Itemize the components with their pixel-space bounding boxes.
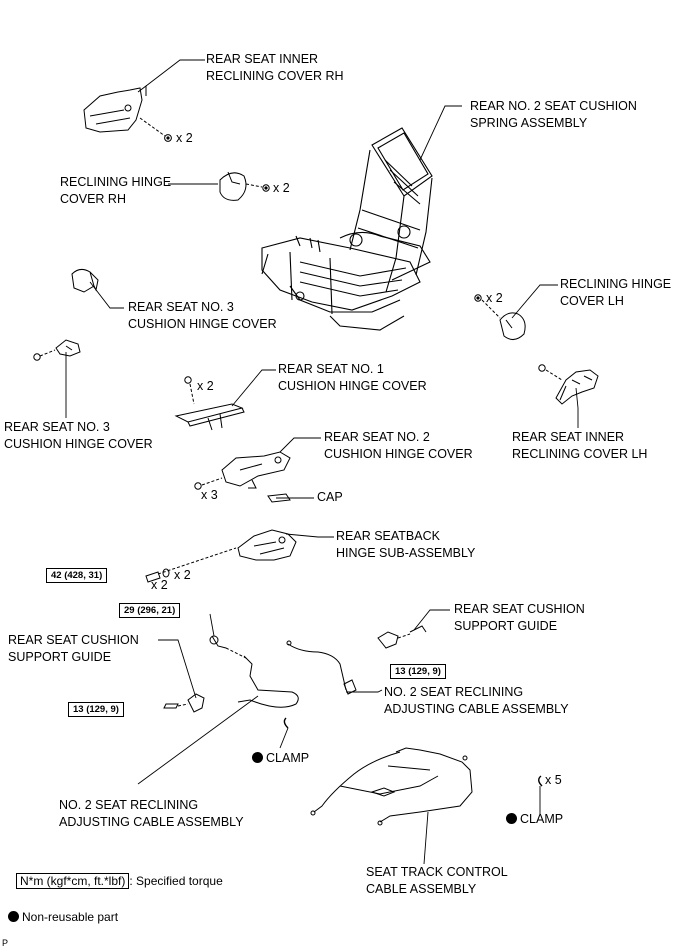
label-support-guide-left: REAR SEAT CUSHION SUPPORT GUIDE [8,633,139,664]
label-reclining-hinge-cover-lh: RECLINING HINGE COVER LH [560,277,672,308]
qty-no1: x 2 [197,379,214,393]
torque-guide-left: 13 (129, 9) [68,702,124,717]
inner-reclining-cover-rh-illustration [83,85,147,133]
seat-track-cable-illustration [310,747,473,826]
label-no3-hinge-cover-b: REAR SEAT NO. 3 CUSHION HINGE COVER [4,420,153,451]
bolt-icon [164,134,172,142]
label-reclining-cable-left: NO. 2 SEAT RECLINING ADJUSTING CABLE ASS… [59,798,244,829]
no3-hinge-cover-a-illustration [71,268,99,293]
label-cushion-spring-assembly: REAR NO. 2 SEAT CUSHION SPRING ASSEMBLY [470,99,637,130]
cap-illustration [267,493,291,503]
label-cap: CAP [317,490,343,504]
label-reclining-cable-right: NO. 2 SEAT RECLINING ADJUSTING CABLE ASS… [384,685,569,716]
no1-hinge-cover-illustration [174,403,245,431]
torque-cable: 29 (296, 21) [119,603,181,618]
clamp-1-text: CLAMP [266,751,310,765]
label-reclining-hinge-cover-rh: RECLINING HINGE COVER RH [60,175,172,206]
support-guide-right-illustration [377,625,427,649]
label-inner-reclining-cover-lh: REAR SEAT INNER RECLINING COVER LH [512,430,648,461]
label-seatback-hinge: REAR SEATBACK HINGE SUB-ASSEMBLY [336,529,476,560]
legend-non-reusable: Non-reusable part [8,910,118,925]
corner-mark: P [2,938,9,948]
non-reusable-dot-icon [506,813,517,824]
reclining-hinge-cover-rh-illustration [219,171,247,201]
non-reusable-dot-icon [8,911,19,922]
label-clamp-2: CLAMP [506,811,563,828]
label-inner-reclining-cover-rh: REAR SEAT INNER RECLINING COVER RH [206,52,344,83]
qty-inner-rh: x 2 [176,131,193,145]
qty-seatback-washer: x 2 [174,568,191,582]
legend-torque-text: : Specified torque [129,874,223,888]
seatback-hinge-illustration [237,529,297,561]
torque-seatback: 42 (428, 31) [46,568,108,583]
leader-lines [65,59,579,865]
cushion-spring-assembly-illustration [261,127,433,331]
qty-clamp: x 5 [545,773,562,787]
non-reusable-dot-icon [252,752,263,763]
label-no2-hinge-cover: REAR SEAT NO. 2 CUSHION HINGE COVER [324,430,473,461]
legend-non-reusable-text: Non-reusable part [22,910,119,924]
inner-reclining-cover-lh-illustration [555,369,599,405]
qty-seatback-bolt: x 2 [151,578,168,592]
label-support-guide-right: REAR SEAT CUSHION SUPPORT GUIDE [454,602,585,633]
label-clamp-1: CLAMP [252,750,309,767]
no3-hinge-cover-b-illustration [55,339,81,357]
qty-hinge-rh: x 2 [273,181,290,195]
qty-hinge-lh: x 2 [486,291,503,305]
reclining-cable-right-illustration [286,640,357,695]
clamp-2-text: CLAMP [520,812,564,826]
reclining-cable-left-illustration [209,635,299,708]
label-no1-hinge-cover: REAR SEAT NO. 1 CUSHION HINGE COVER [278,362,427,393]
label-seat-track-cable: SEAT TRACK CONTROL CABLE ASSEMBLY [366,865,508,896]
legend-torque-box: N*m (kgf*cm, ft.*lbf) [16,873,130,889]
reclining-hinge-cover-lh-illustration [499,312,526,340]
label-no3-hinge-cover-a: REAR SEAT NO. 3 CUSHION HINGE COVER [128,300,277,331]
no2-hinge-cover-illustration [221,451,291,489]
torque-guide-right: 13 (129, 9) [390,664,446,679]
qty-no2: x 3 [201,488,218,502]
legend-torque: N*m (kgf*cm, ft.*lbf): Specified torque [16,873,223,889]
